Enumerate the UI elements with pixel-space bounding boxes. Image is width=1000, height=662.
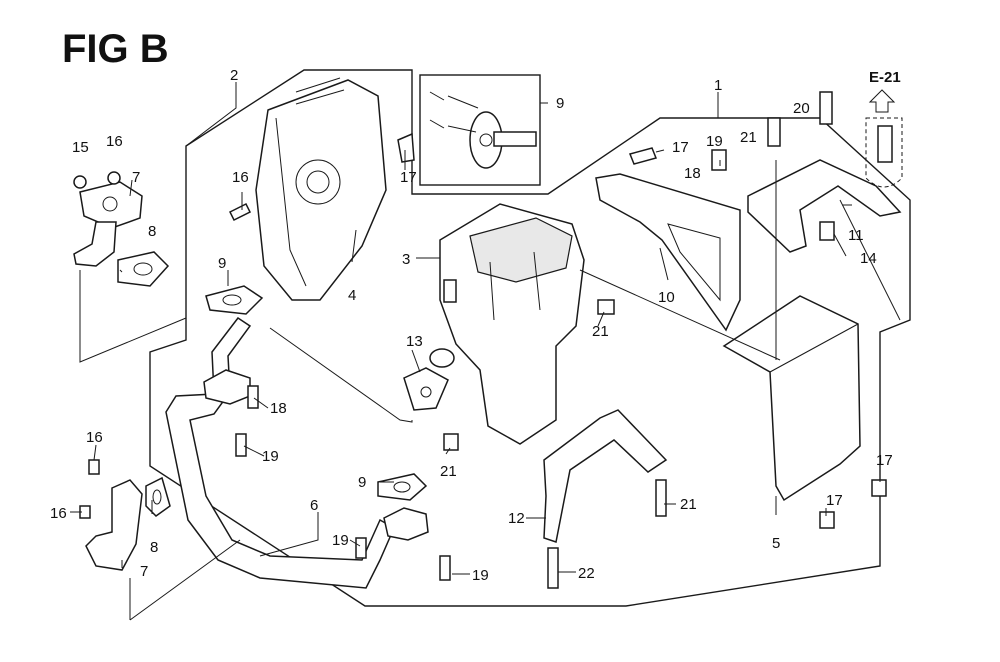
part-9-lower-gasket — [377, 473, 428, 501]
fastener-icons — [73, 91, 893, 589]
callout-21-d: 21 — [440, 463, 457, 480]
part-6-exhaust-pipe — [165, 316, 429, 589]
callout-3: 3 — [402, 251, 410, 268]
part-7-upper-elbow — [73, 181, 143, 267]
callout-16-d: 16 — [50, 505, 67, 522]
part-9-upper-gasket — [205, 285, 264, 315]
callout-7-upper: 7 — [132, 169, 140, 186]
callout-17-c: 17 — [876, 452, 893, 469]
callout-8-upper: 8 — [148, 223, 156, 240]
callout-13: 9 — [556, 95, 564, 112]
callout-18-b: 18 — [684, 165, 701, 182]
part-3-muffler — [429, 203, 585, 445]
callout-17-b: 17 — [400, 169, 417, 186]
part-8-upper-gasket — [117, 251, 170, 287]
reference-arrow-icon — [868, 89, 896, 113]
callout-21-b: 21 — [740, 129, 757, 146]
leader-lines — [70, 82, 881, 575]
part-4-muffler-protector — [255, 77, 387, 301]
callout-5: 5 — [772, 535, 780, 552]
part-13-thermo-valve — [429, 91, 537, 169]
callout-18-a: 17 — [672, 139, 689, 156]
callout-17-a: 16 — [232, 169, 249, 186]
callout-19-a: 18 — [270, 400, 287, 417]
callout-19-b: 19 — [262, 448, 279, 465]
part-5-heat-shield — [722, 295, 861, 502]
part-13-box — [419, 74, 541, 186]
callout-10: 10 — [658, 289, 675, 306]
callout-16-a: 15 — [72, 139, 89, 156]
callout-7-lower: 7 — [140, 563, 148, 580]
callout-6: 6 — [310, 497, 318, 514]
callout-21-c: 21 — [592, 323, 609, 340]
callout-15: 14 — [860, 250, 877, 267]
callout-14: 13 — [406, 333, 423, 350]
part-7-lower-elbow — [85, 479, 143, 571]
callout-1: 1 — [714, 77, 722, 94]
reference-label: E-21 — [869, 69, 901, 86]
callout-20: 19 — [706, 133, 723, 150]
part-14-clamp — [403, 367, 449, 411]
callout-19-d: 19 — [472, 567, 489, 584]
callout-9-lower: 9 — [358, 474, 366, 491]
callout-12: 12 — [508, 510, 525, 527]
callout-4: 4 — [348, 287, 356, 304]
reference-bolt-box — [865, 117, 903, 188]
figure-title: FIG B — [62, 27, 169, 71]
callout-17-d: 17 — [826, 492, 843, 509]
callout-8-lower: 8 — [150, 539, 158, 556]
callout-2: 2 — [230, 67, 238, 84]
callout-11: 11 — [848, 227, 864, 244]
callout-21-a: 20 — [793, 100, 810, 117]
callout-9-upper: 9 — [218, 255, 226, 272]
callout-16-b: 16 — [106, 133, 123, 150]
part-12-lower-bracket — [543, 409, 668, 543]
callout-16-c: 16 — [86, 429, 103, 446]
part-8-lower-gasket — [145, 476, 171, 517]
alignment-lines — [79, 160, 901, 621]
callout-19-c: 19 — [332, 532, 349, 549]
callout-22-a: 21 — [680, 496, 697, 513]
part-10-bracket — [595, 173, 741, 332]
callout-22-b: 22 — [578, 565, 595, 582]
